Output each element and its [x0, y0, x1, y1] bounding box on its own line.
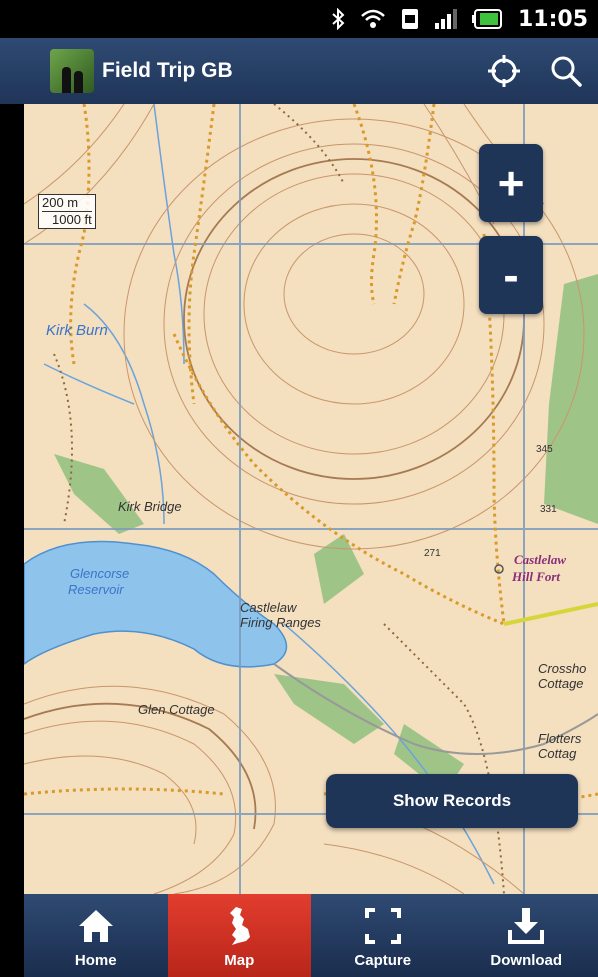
status-bar: 11:05 [0, 0, 598, 38]
nav-home[interactable]: Home [24, 894, 168, 977]
spot-height-331: 331 [540, 504, 557, 515]
label-reservoir: Reservoir [68, 582, 124, 597]
label-crosshouse-cottage: Cottage [538, 676, 584, 691]
bottom-nav: Home Map Capture [24, 894, 598, 977]
label-flotterstone-cottage: Cottag [538, 746, 577, 761]
action-bar: Field Trip GB [0, 38, 598, 104]
nav-home-label: Home [74, 952, 117, 969]
app-logo [50, 49, 94, 93]
zoom-out-button[interactable]: - [479, 236, 543, 314]
label-glen-cottage: Glen Cottage [138, 702, 215, 717]
action-bar-actions [484, 51, 586, 91]
nav-download[interactable]: Download [455, 894, 598, 977]
nav-capture-label: Capture [354, 952, 412, 969]
label-crosshouse: Crossho [538, 661, 587, 676]
sim-icon [400, 7, 420, 31]
spot-height-271: 271 [424, 548, 441, 559]
home-icon [76, 904, 116, 948]
search-icon [551, 56, 582, 87]
label-flotterstone: Flotters [538, 731, 582, 746]
bluetooth-icon [330, 8, 346, 30]
status-time: 11:05 [517, 6, 588, 32]
label-castlelaw-fort: Castlelaw [514, 552, 567, 567]
scale-imperial: 1000 ft [42, 211, 92, 228]
battery-icon [471, 8, 504, 30]
label-hill-fort: Hill Fort [512, 569, 561, 584]
label-firing-ranges: Firing Ranges [240, 615, 321, 630]
label-kirk-burn: Kirk Burn [46, 322, 108, 339]
show-records-button[interactable]: Show Records [326, 774, 578, 828]
locate-icon [488, 55, 520, 87]
zoom-in-button[interactable]: + [479, 144, 543, 222]
label-castlelaw: Castlelaw [240, 600, 297, 615]
nav-capture[interactable]: Capture [311, 894, 455, 977]
wifi-icon [360, 8, 386, 30]
map-canvas [24, 104, 598, 894]
locate-button[interactable] [484, 51, 524, 91]
britain-map-icon [224, 904, 254, 948]
nav-map[interactable]: Map [167, 894, 311, 977]
capture-frame-icon [363, 904, 403, 948]
app-title: Field Trip GB [102, 59, 233, 82]
map-view[interactable]: 200 m 1000 ft Kirk Burn Kirk Bridge Glen… [24, 104, 598, 894]
scale-metric: 200 m [42, 195, 79, 210]
label-kirk-bridge: Kirk Bridge [118, 499, 182, 514]
signal-icon [434, 8, 458, 30]
nav-map-label: Map [224, 952, 255, 969]
label-glencorse: Glencorse [70, 566, 130, 581]
map-scale: 200 m 1000 ft [38, 194, 96, 229]
spot-height-345: 345 [536, 444, 553, 455]
search-button[interactable] [546, 51, 586, 91]
download-icon [506, 904, 546, 948]
nav-download-label: Download [490, 952, 563, 969]
